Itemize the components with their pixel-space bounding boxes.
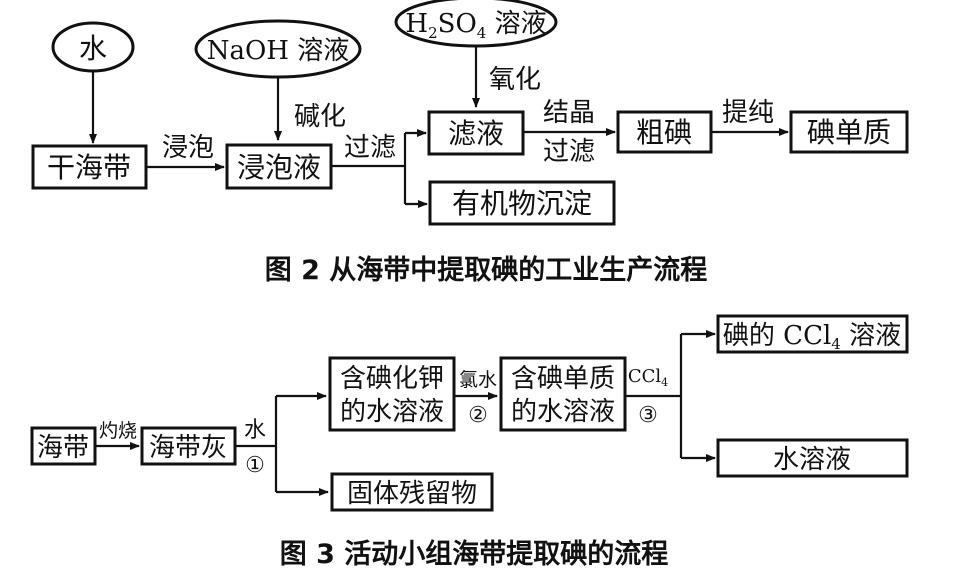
box-organic-precipitate-label: 有机物沉淀 bbox=[452, 187, 592, 220]
label-soak: 浸泡 bbox=[162, 133, 214, 163]
box-kelp-label: 海带 bbox=[37, 433, 89, 463]
box-dry-kelp bbox=[31, 144, 148, 190]
box-aqueous-label: 水溶液 bbox=[773, 445, 851, 475]
box-residue bbox=[330, 472, 494, 512]
box-iodine-label: 碘单质 bbox=[807, 116, 891, 149]
figure-2-caption: 图 2 从海带中提取碘的工业生产流程 bbox=[265, 254, 708, 286]
label-filter1: 过滤 bbox=[344, 133, 396, 163]
box-ccl4-label: 碘的 CCl4 溶液 bbox=[723, 321, 901, 353]
label-purify: 提纯 bbox=[722, 98, 774, 128]
label-crystallize: 结晶 bbox=[543, 98, 595, 128]
box-i2-solution bbox=[499, 356, 627, 432]
reagent-water-label: 水 bbox=[79, 32, 107, 65]
figure-3: 海带 灼烧 海带灰 水 ① 含碘化钾 的水溶液 氯水 ② 含碘单质 的水溶液 C… bbox=[30, 314, 909, 570]
reagent-naoh-label: NaOH 溶液 bbox=[207, 36, 350, 66]
label-alkalize: 碱化 bbox=[294, 102, 346, 132]
box-iodine bbox=[789, 110, 909, 154]
box-aqueous bbox=[716, 438, 909, 478]
reagent-h2so4-label: H2SO4 溶液 bbox=[405, 9, 546, 42]
label-burn: 灼烧 bbox=[99, 420, 137, 442]
box-filtrate bbox=[427, 110, 525, 156]
label-step3: ③ bbox=[638, 403, 658, 428]
box-kelp bbox=[30, 426, 97, 466]
box-crude-iodine-label: 粗碘 bbox=[636, 116, 692, 149]
box-filtrate-label: 滤液 bbox=[448, 117, 504, 150]
box-dry-kelp-label: 干海带 bbox=[47, 151, 131, 184]
box-soak-liquid-label: 浸泡液 bbox=[237, 151, 321, 184]
box-organic-precipitate bbox=[428, 180, 616, 226]
box-i2-line1: 含碘单质 bbox=[511, 364, 615, 394]
box-ki-line2: 的水溶液 bbox=[340, 397, 444, 427]
label-oxidize: 氧化 bbox=[489, 65, 541, 95]
label-filter2: 过滤 bbox=[543, 137, 595, 167]
box-soak-liquid bbox=[225, 143, 333, 190]
box-ki-solution bbox=[328, 356, 456, 432]
box-i2-line2: 的水溶液 bbox=[511, 397, 615, 427]
label-step2: ② bbox=[468, 403, 488, 428]
label-water: 水 bbox=[244, 418, 266, 443]
box-ki-line1: 含碘化钾 bbox=[340, 364, 444, 394]
label-chlorine: 氯水 bbox=[459, 369, 497, 391]
box-crude-iodine bbox=[616, 110, 713, 154]
label-ccl4: CCl4 bbox=[628, 366, 668, 389]
label-step1: ① bbox=[245, 453, 265, 478]
box-kelp-ash-label: 海带灰 bbox=[149, 433, 227, 463]
figure-2: 水 NaOH 溶液 H2SO4 溶液 干海带 浸泡液 滤液 粗碘 碘单质 有机物… bbox=[31, 0, 909, 286]
box-ccl4-solution bbox=[716, 314, 909, 354]
figure-3-caption: 图 3 活动小组海带提取碘的流程 bbox=[280, 538, 669, 570]
box-residue-label: 固体残留物 bbox=[347, 479, 477, 509]
